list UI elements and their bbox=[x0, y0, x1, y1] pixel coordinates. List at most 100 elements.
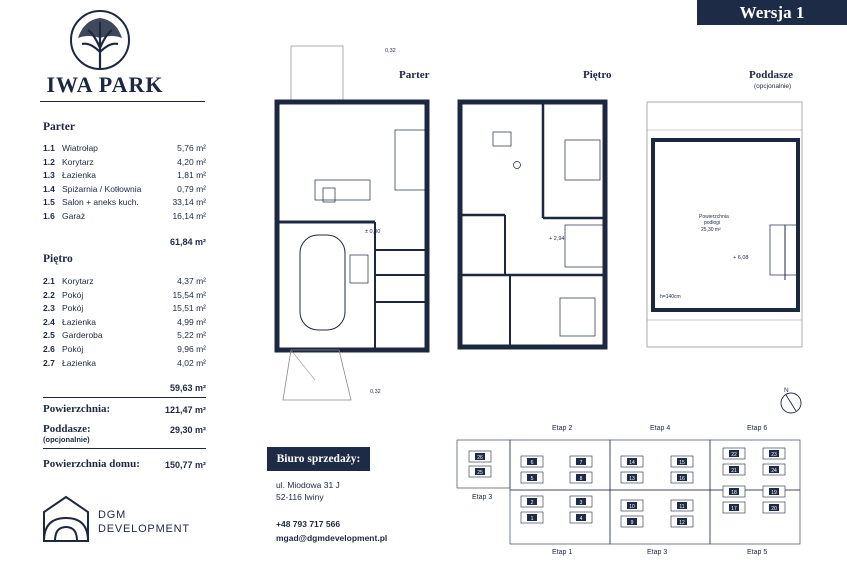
compass-n: N bbox=[784, 387, 789, 394]
summary-divider bbox=[43, 397, 206, 398]
room-num: 1.4 bbox=[43, 183, 55, 194]
room-area: 4,20 m² bbox=[177, 156, 206, 167]
lot-number: 20 bbox=[771, 506, 777, 512]
lot-number: 19 bbox=[771, 490, 777, 496]
etap5-label: Etap 5 bbox=[747, 549, 767, 556]
room-num: 2.6 bbox=[43, 344, 55, 354]
room-num: 2.2 bbox=[43, 289, 55, 300]
room-area: 15,54 m² bbox=[172, 289, 206, 300]
attic-area-label-2: podłogi bbox=[704, 220, 720, 226]
lot-marker bbox=[677, 474, 687, 481]
surface-row: Powierzchnia: 121,47 m² bbox=[43, 403, 206, 415]
lot-marker bbox=[576, 498, 586, 505]
attic-label: Poddasze: bbox=[43, 423, 91, 435]
lot-marker bbox=[729, 450, 739, 457]
plan-first-title: Piętro bbox=[583, 69, 612, 81]
lot-marker bbox=[627, 518, 637, 525]
room-name: Salon + aneks kuch. bbox=[62, 197, 139, 208]
room-num: 2.7 bbox=[43, 357, 55, 368]
lot-marker bbox=[475, 468, 485, 475]
attic-area-label-1: Powierzchnia bbox=[699, 214, 729, 220]
lot-marker bbox=[677, 518, 687, 525]
lot-marker bbox=[769, 488, 779, 495]
lot-number: 14 bbox=[629, 460, 635, 466]
attic-optional-note: (opcjonalnie) bbox=[43, 435, 90, 444]
room-area: 4,37 m² bbox=[177, 276, 206, 286]
house-label: Powierzchnia domu: bbox=[43, 458, 140, 470]
room-num: 2.1 bbox=[43, 276, 55, 286]
lot-number: 22 bbox=[731, 452, 737, 458]
room-num: 1.1 bbox=[43, 143, 55, 153]
dgm-logo-icon bbox=[43, 495, 89, 542]
room-area: 9,96 m² bbox=[177, 344, 206, 354]
lot-number: 13 bbox=[629, 476, 635, 482]
attic-area-value: 25,30 m² bbox=[701, 227, 721, 233]
lot-number: 18 bbox=[731, 490, 737, 496]
lot-number: 24 bbox=[771, 468, 777, 474]
lot-number: 16 bbox=[679, 476, 685, 482]
dim-bottom-label: 0,32 bbox=[370, 389, 381, 395]
first-floor-plan bbox=[457, 99, 608, 350]
lot-number: 26 bbox=[477, 455, 483, 461]
etap2-label: Etap 2 bbox=[552, 425, 572, 432]
lot-marker bbox=[576, 514, 586, 521]
lot-number: 8 bbox=[580, 476, 583, 482]
sales-phone[interactable]: +48 793 717 566 bbox=[276, 519, 341, 529]
room-name: Wiatrołap bbox=[62, 143, 98, 153]
room-name: Łazienka bbox=[62, 170, 97, 181]
room-num: 1.6 bbox=[43, 211, 55, 221]
north-compass-icon: N bbox=[780, 387, 802, 414]
etap6-label: Etap 6 bbox=[747, 425, 767, 432]
lot-number: 12 bbox=[679, 520, 685, 526]
etap4-label: Etap 4 bbox=[650, 425, 670, 432]
developer-line1: DGM bbox=[98, 509, 127, 521]
version-badge: Wersja 1 bbox=[697, 0, 847, 25]
attic-plan bbox=[646, 101, 803, 348]
lot-marker bbox=[627, 502, 637, 509]
ground-level-label: ± 0,00 bbox=[365, 229, 380, 235]
logo-divider bbox=[40, 101, 205, 102]
room-area: 33,14 m² bbox=[172, 197, 206, 208]
lot-number: 9 bbox=[631, 520, 634, 526]
lot-marker bbox=[576, 458, 586, 465]
lot-number: 11 bbox=[679, 504, 684, 510]
logo-name: IWA PARK bbox=[46, 72, 164, 97]
room-name: Łazienka bbox=[62, 316, 97, 327]
lot-marker bbox=[769, 466, 779, 473]
lot-marker bbox=[576, 474, 586, 481]
room-name: Garderoba bbox=[62, 330, 103, 341]
lot-number: 4 bbox=[580, 516, 583, 522]
surface-label: Powierzchnia: bbox=[43, 403, 111, 415]
sales-email[interactable]: mgad@dgmdevelopment.pl bbox=[276, 533, 388, 543]
room-area: 4,02 m² bbox=[177, 357, 206, 368]
lot-marker bbox=[729, 488, 739, 495]
lot-marker bbox=[527, 474, 537, 481]
attic-value: 29,30 m² bbox=[169, 425, 206, 435]
lot-number: 10 bbox=[629, 504, 635, 510]
room-name: Korytarz bbox=[62, 156, 94, 167]
lot-number: 7 bbox=[580, 460, 583, 466]
room-row: 1.5 Salon + aneks kuch. 33,14 m² bbox=[43, 196, 206, 209]
sales-office-title: Biuro sprzedaży: bbox=[267, 447, 370, 471]
attic-level-label: + 6,08 bbox=[733, 255, 748, 261]
sales-city: 52-116 Iwiny bbox=[276, 492, 324, 502]
lot-marker bbox=[527, 458, 537, 465]
lot-number: 25 bbox=[477, 470, 483, 476]
room-name: Spiżarnia / Kotłownia bbox=[62, 183, 142, 194]
room-num: 2.4 bbox=[43, 316, 55, 327]
house-divider bbox=[43, 448, 206, 449]
room-num: 1.5 bbox=[43, 197, 55, 208]
ground-floor-plan bbox=[274, 45, 430, 401]
room-name: Pokój bbox=[62, 303, 84, 314]
